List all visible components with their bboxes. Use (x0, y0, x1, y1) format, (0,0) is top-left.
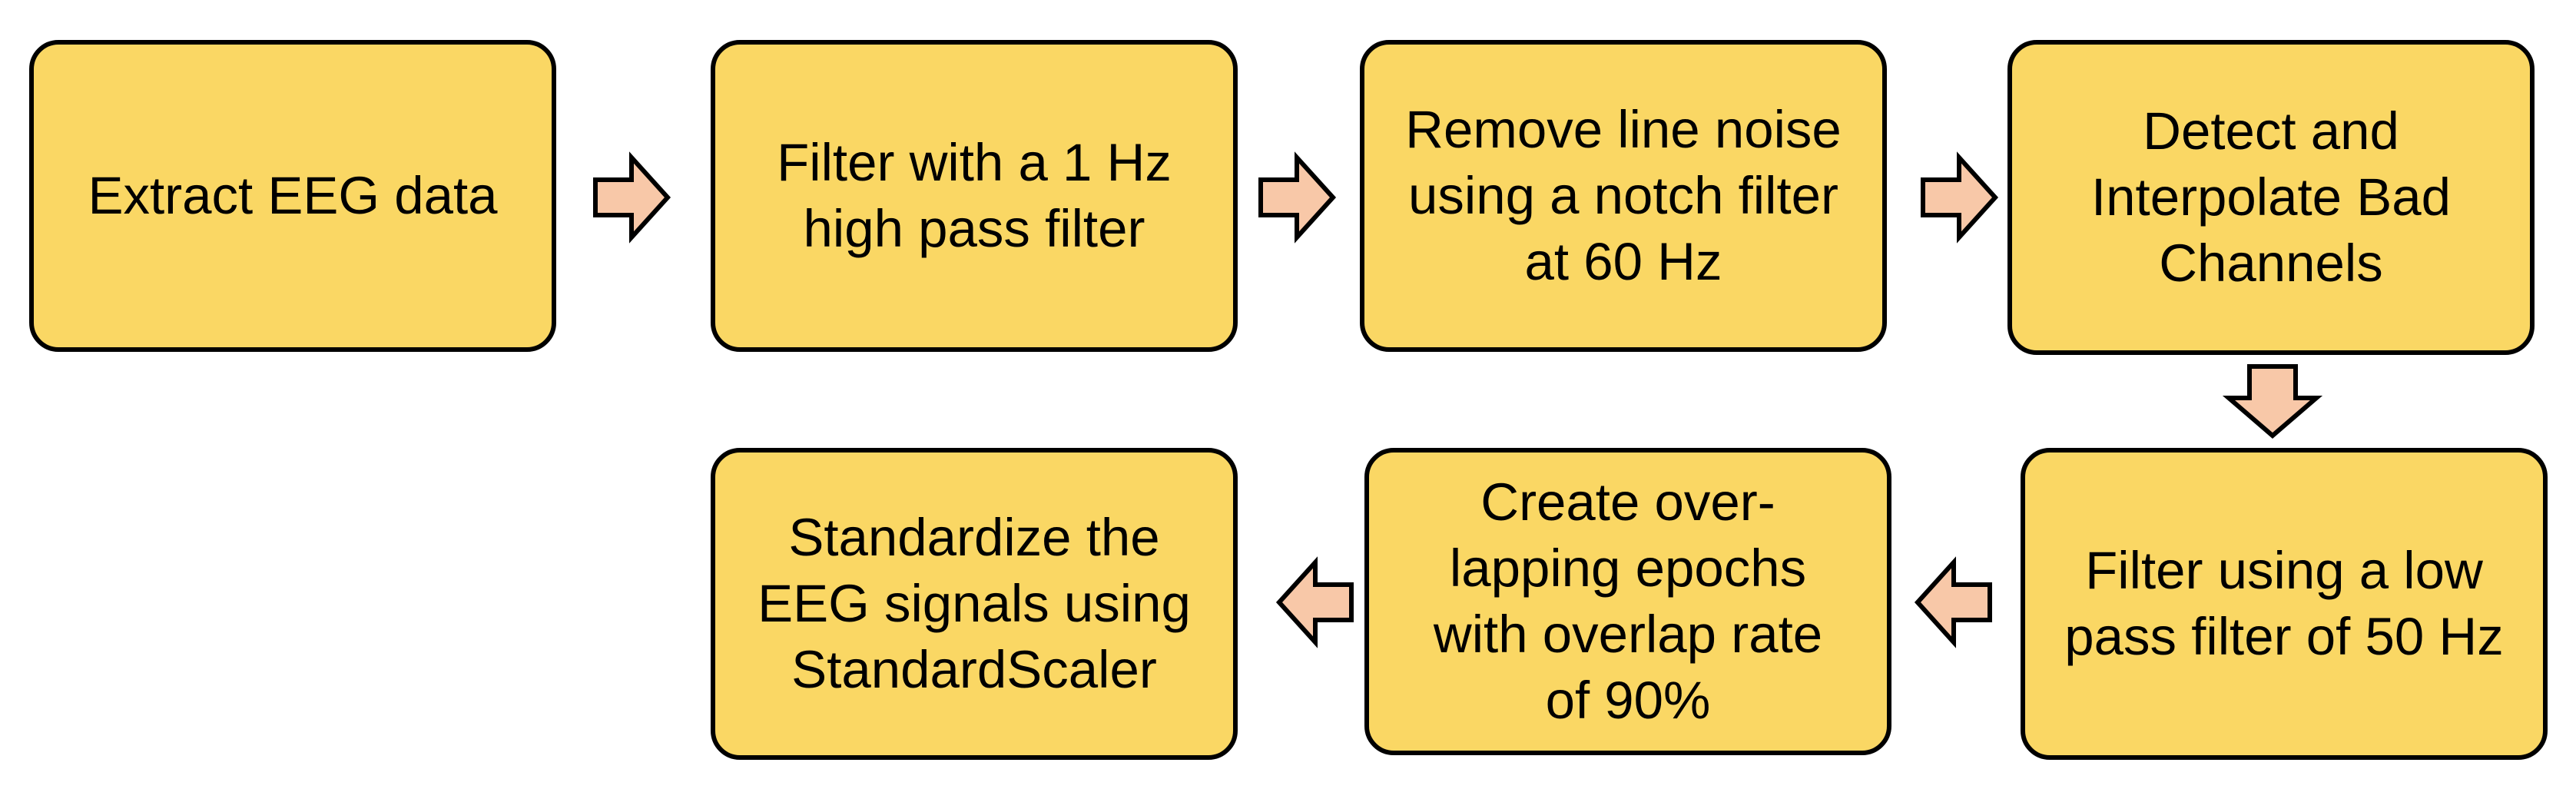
step-notch-filter: Remove line noise using a notch filter a… (1360, 40, 1887, 352)
step-label: Create over- lapping epochs with overlap… (1433, 472, 1823, 730)
step-overlapping-epochs: Create over- lapping epochs with overlap… (1364, 448, 1891, 755)
arrow-left-icon (1275, 556, 1354, 648)
step-interpolate-bad-channels: Detect and Interpolate Bad Channels (2007, 40, 2535, 355)
step-label: Detect and Interpolate Bad Channels (2090, 101, 2451, 293)
step-low-pass-filter: Filter using a low pass filter of 50 Hz (2021, 448, 2548, 760)
step-label: Standardize the EEG signals using Standa… (758, 508, 1191, 699)
step-standardize-signals: Standardize the EEG signals using Standa… (711, 448, 1238, 760)
step-high-pass-filter: Filter with a 1 Hz high pass filter (711, 40, 1238, 352)
step-label: Filter with a 1 Hz high pass filter (777, 133, 1172, 258)
arrow-right-icon (1921, 151, 1999, 244)
arrow-left-icon (1914, 556, 1992, 648)
arrow-down-icon (2222, 364, 2323, 439)
step-label: Remove line noise using a notch filter a… (1405, 100, 1842, 291)
arrow-right-icon (1258, 151, 1337, 244)
step-extract-eeg-data: Extract EEG data (29, 40, 556, 352)
step-label: Extract EEG data (88, 166, 498, 225)
arrow-right-icon (593, 151, 671, 244)
step-label: Filter using a low pass filter of 50 Hz (2064, 541, 2504, 666)
